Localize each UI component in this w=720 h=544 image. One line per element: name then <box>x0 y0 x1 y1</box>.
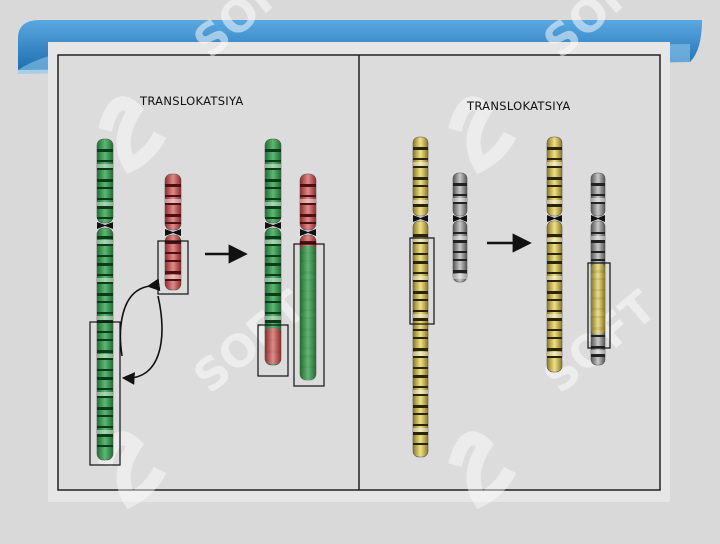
chromosome-yellow-derived <box>546 136 563 373</box>
chromosomes <box>96 136 606 461</box>
exchange-arrow <box>119 278 161 357</box>
chromosome-gray-original <box>452 172 468 283</box>
segment-box-red-origin <box>157 240 189 295</box>
segment-box-red-moved <box>257 324 289 377</box>
segment-box-green-origin <box>89 321 121 466</box>
segment-box-green-moved <box>293 243 325 387</box>
watermark-logo <box>98 431 167 510</box>
chromosome-green-original <box>96 138 114 461</box>
watermark-logo <box>98 96 167 175</box>
moved-yellow-segment <box>591 264 605 334</box>
watermark-logo <box>448 96 517 175</box>
segment-box-yellow-origin <box>409 237 435 325</box>
moved-red-segment <box>265 328 281 364</box>
exchange-arrow-2 <box>121 295 163 385</box>
moved-green-segment <box>300 246 316 380</box>
left-panel-title: TRANSLOKATSIYA <box>140 94 244 108</box>
right-panel-title: TRANSLOKATSIYA <box>467 99 571 113</box>
chromosome-red-original <box>164 173 182 291</box>
watermark-logo <box>448 431 517 510</box>
segment-box-yellow-moved <box>587 262 611 349</box>
chromosome-yellow-original <box>412 136 429 458</box>
